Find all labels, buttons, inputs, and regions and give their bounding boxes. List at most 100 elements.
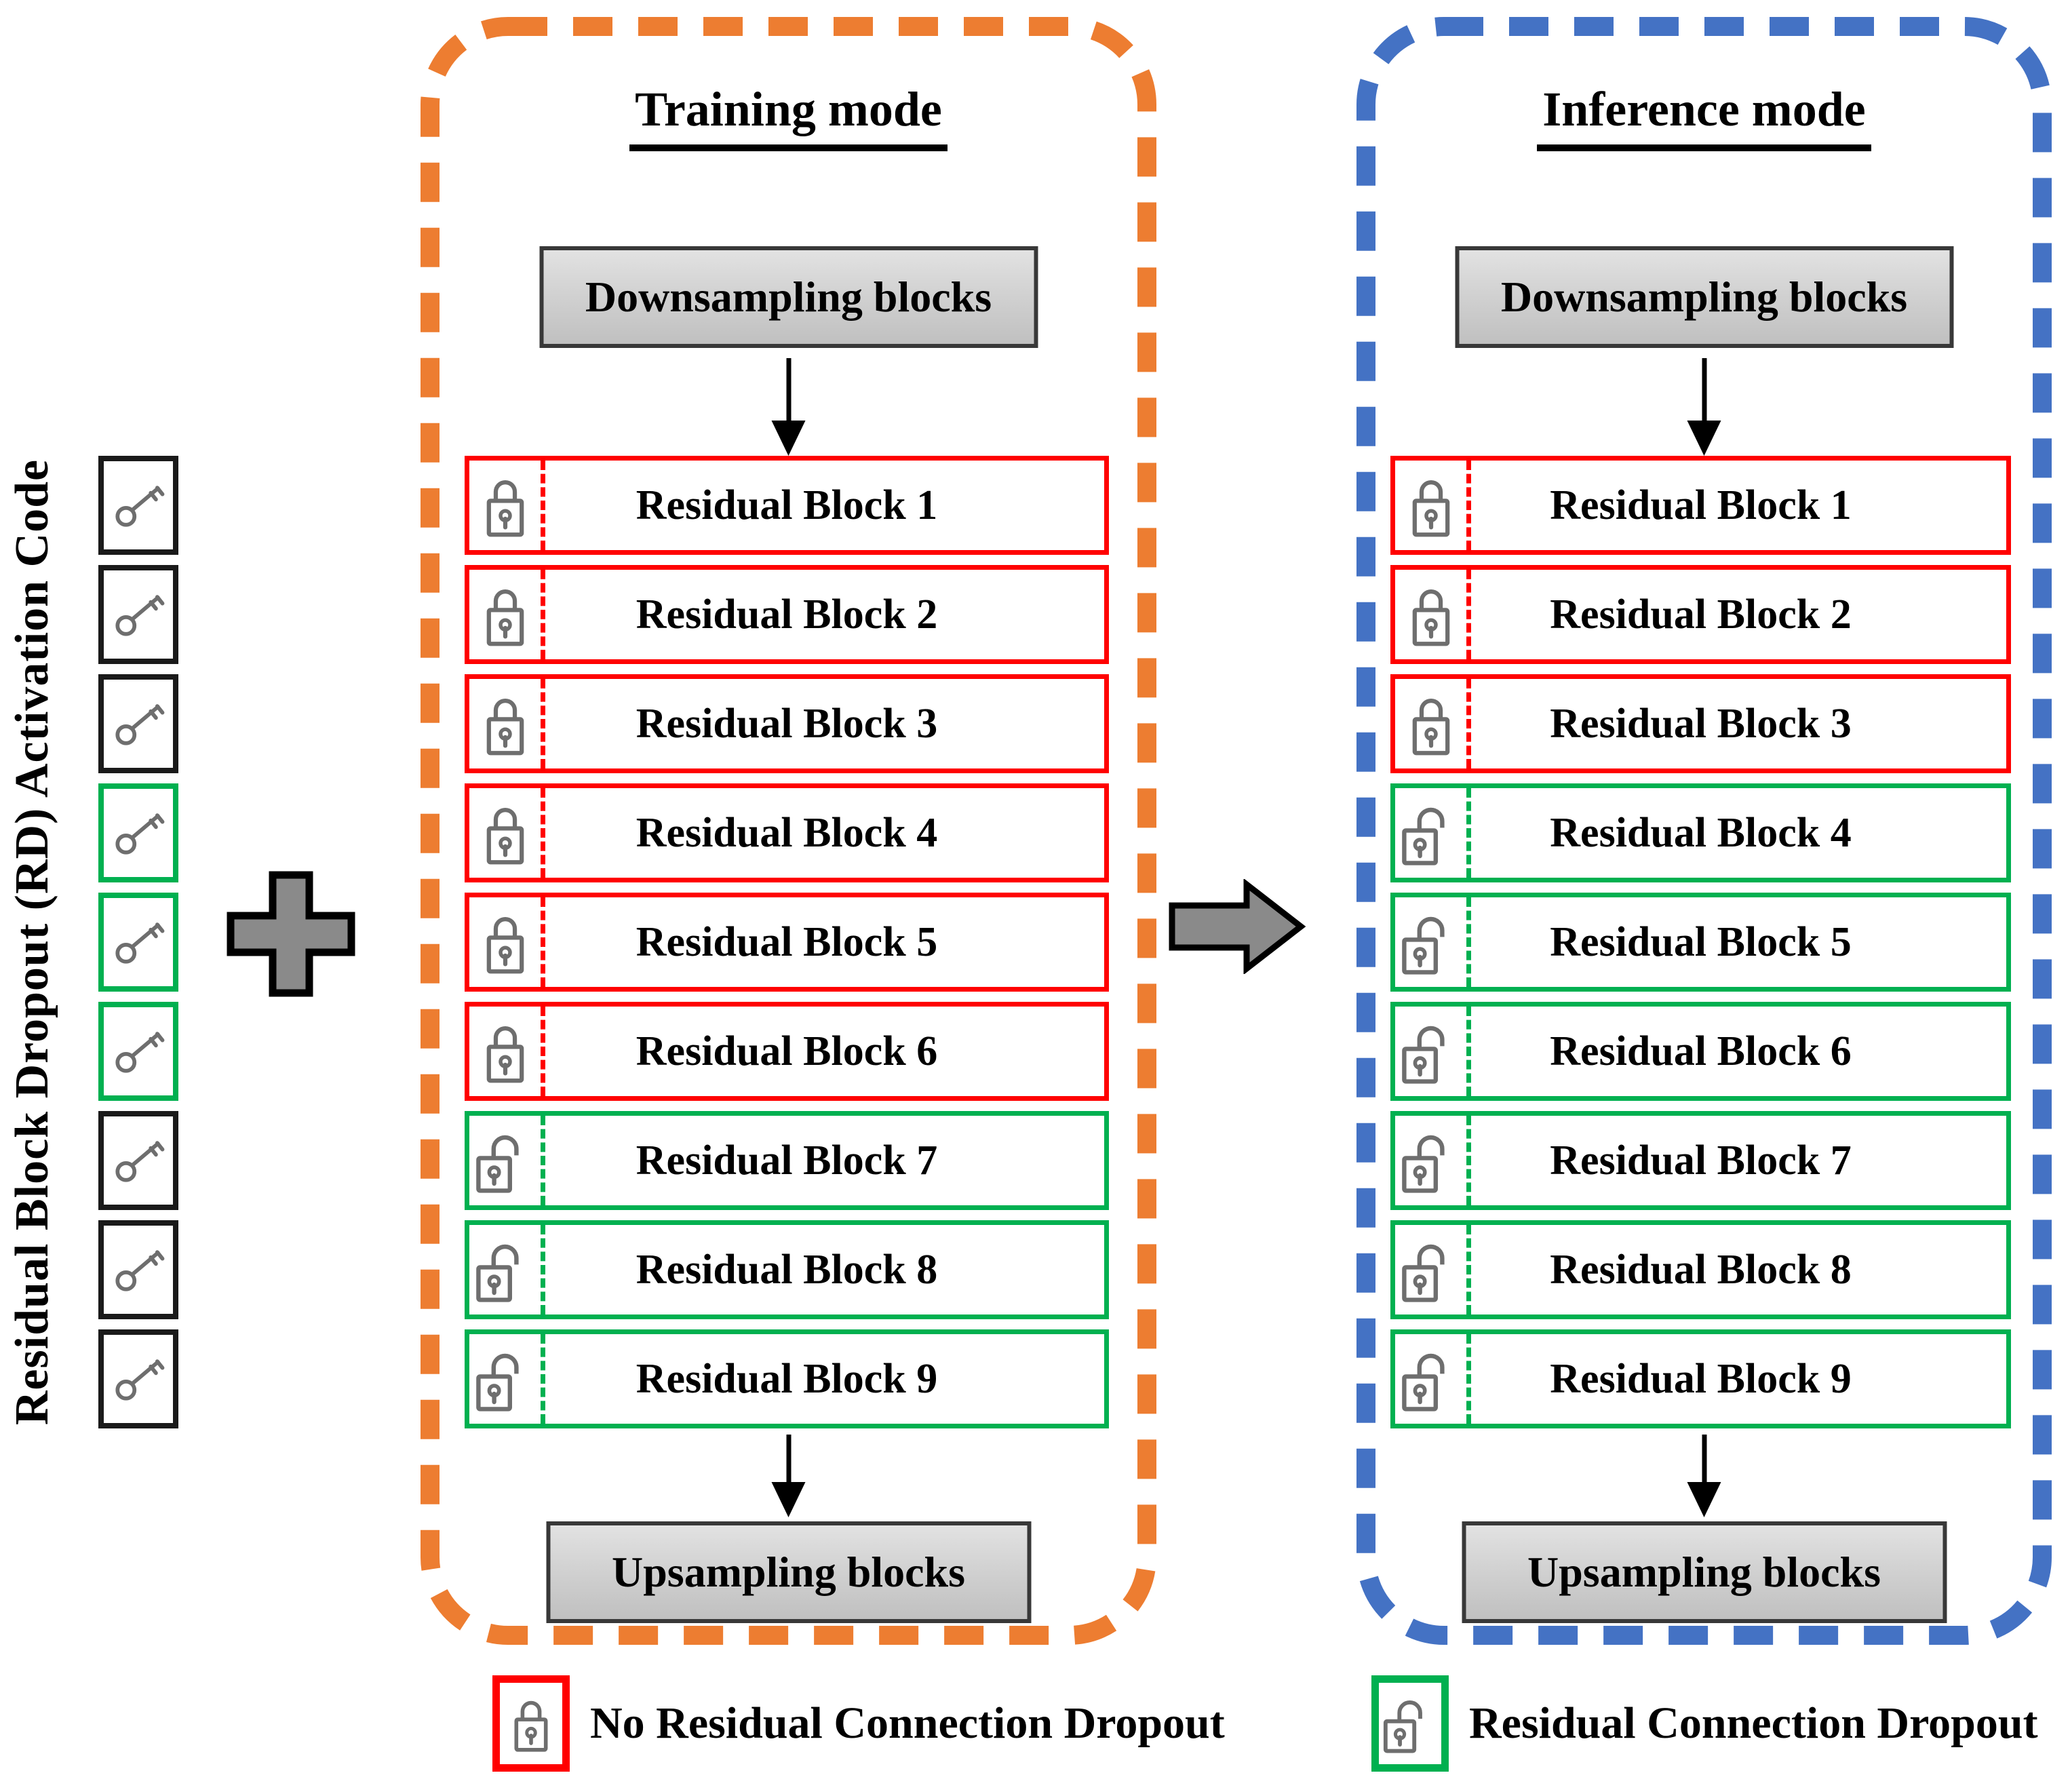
downsampling-box: Downsampling blocks <box>1455 246 1953 348</box>
residual-block-4: Residual Block 4 <box>465 783 1109 882</box>
legend-no-dropout: No Residual Connection Dropout <box>492 1674 1225 1772</box>
key-icon <box>106 1346 171 1411</box>
training-panel-title: Training mode <box>421 81 1156 151</box>
residual-block-label: Residual Block 2 <box>636 591 938 638</box>
key-box-1 <box>98 456 178 555</box>
inference-panel-title: Inference mode <box>1356 81 2052 151</box>
key-icon <box>106 800 171 865</box>
lock-cell <box>1395 570 1471 659</box>
residual-block-2: Residual Block 2 <box>465 565 1109 664</box>
residual-block-4: Residual Block 4 <box>1390 783 2011 882</box>
closed-padlock-icon <box>479 908 532 976</box>
open-padlock-icon <box>1382 1692 1439 1755</box>
lock-cell <box>1395 897 1471 987</box>
open-padlock-icon <box>1400 1127 1462 1194</box>
residual-block-label: Residual Block 9 <box>1550 1355 1852 1402</box>
residual-block-3: Residual Block 3 <box>465 674 1109 773</box>
residual-block-7: Residual Block 7 <box>1390 1111 2011 1210</box>
residual-block-6: Residual Block 6 <box>465 1002 1109 1101</box>
closed-padlock-icon <box>1405 471 1458 539</box>
key-icon <box>106 1237 171 1302</box>
residual-block-8: Residual Block 8 <box>465 1220 1109 1319</box>
down-arrow <box>786 358 791 421</box>
legend-dropout: Residual Connection Dropout <box>1371 1674 2038 1772</box>
lock-cell <box>469 1225 545 1314</box>
residual-block-label: Residual Block 1 <box>636 482 938 528</box>
down-arrow <box>1702 1435 1706 1482</box>
open-padlock-icon <box>1400 1017 1462 1085</box>
residual-block-label: Residual Block 6 <box>636 1028 938 1074</box>
legend-dropout-label: Residual Connection Dropout <box>1469 1698 2038 1748</box>
closed-padlock-icon <box>479 581 532 648</box>
key-box-8 <box>98 1220 178 1319</box>
right-arrow-icon <box>1169 879 1306 974</box>
residual-block-label: Residual Block 2 <box>1550 591 1852 638</box>
open-padlock-icon <box>474 1127 536 1194</box>
legend-no-dropout-label: No Residual Connection Dropout <box>590 1698 1225 1748</box>
key-box-4 <box>98 783 178 882</box>
residual-block-label: Residual Block 5 <box>636 918 938 965</box>
residual-block-1: Residual Block 1 <box>465 456 1109 555</box>
key-icon <box>106 1128 171 1193</box>
residual-block-5: Residual Block 5 <box>465 893 1109 992</box>
residual-block-label: Residual Block 6 <box>1550 1028 1852 1074</box>
lock-cell <box>469 1116 545 1205</box>
residual-block-6: Residual Block 6 <box>1390 1002 2011 1101</box>
key-box-9 <box>98 1329 178 1428</box>
closed-padlock-icon <box>507 1692 555 1755</box>
key-box-5 <box>98 893 178 992</box>
training-panel-border <box>421 17 1156 1645</box>
key-icon <box>106 1019 171 1084</box>
legend-unlocked-box <box>1371 1675 1449 1772</box>
lock-cell <box>469 570 545 659</box>
lock-cell <box>1395 1007 1471 1096</box>
residual-block-2: Residual Block 2 <box>1390 565 2011 664</box>
open-padlock-icon <box>474 1345 536 1413</box>
key-box-2 <box>98 565 178 664</box>
residual-block-label: Residual Block 7 <box>1550 1137 1852 1184</box>
closed-padlock-icon <box>479 1017 532 1085</box>
key-box-3 <box>98 674 178 773</box>
upsampling-box: Upsampling blocks <box>1462 1521 1947 1623</box>
lock-cell <box>1395 1225 1471 1314</box>
residual-block-label: Residual Block 5 <box>1550 918 1852 965</box>
lock-cell <box>469 679 545 768</box>
key-icon <box>106 582 171 647</box>
residual-block-label: Residual Block 3 <box>1550 700 1852 747</box>
lock-cell <box>469 461 545 550</box>
open-padlock-icon <box>1400 1236 1462 1304</box>
residual-block-label: Residual Block 8 <box>636 1246 938 1293</box>
lock-cell <box>469 1334 545 1424</box>
plus-shape-icon <box>227 871 355 997</box>
residual-block-label: Residual Block 7 <box>636 1137 938 1184</box>
residual-block-7: Residual Block 7 <box>465 1111 1109 1210</box>
downsampling-box: Downsampling blocks <box>539 246 1038 348</box>
residual-block-label: Residual Block 1 <box>1550 482 1852 528</box>
lock-cell <box>1395 461 1471 550</box>
lock-cell <box>1395 1116 1471 1205</box>
lock-cell <box>1395 1334 1471 1424</box>
closed-padlock-icon <box>1405 690 1458 758</box>
inference-panel: Inference mode Downsampling blocks Resid… <box>1356 17 2052 1645</box>
open-padlock-icon <box>474 1236 536 1304</box>
open-padlock-icon <box>1400 1345 1462 1413</box>
upsampling-box: Upsampling blocks <box>546 1521 1031 1623</box>
key-icon <box>106 473 171 538</box>
residual-block-3: Residual Block 3 <box>1390 674 2011 773</box>
activation-code-axis-label: Residual Block Dropout (RD) Activation C… <box>6 459 58 1426</box>
residual-block-9: Residual Block 9 <box>1390 1329 2011 1428</box>
residual-block-label: Residual Block 3 <box>636 700 938 747</box>
key-icon <box>106 910 171 975</box>
key-box-6 <box>98 1002 178 1101</box>
lock-cell <box>469 1007 545 1096</box>
residual-block-1: Residual Block 1 <box>1390 456 2011 555</box>
key-box-7 <box>98 1111 178 1210</box>
legend-locked-box <box>492 1675 570 1772</box>
closed-padlock-icon <box>479 471 532 539</box>
lock-cell <box>1395 788 1471 878</box>
residual-block-9: Residual Block 9 <box>465 1329 1109 1428</box>
residual-block-label: Residual Block 8 <box>1550 1246 1852 1293</box>
training-panel: Training mode Downsampling blocks Residu… <box>421 17 1156 1645</box>
lock-cell <box>469 788 545 878</box>
